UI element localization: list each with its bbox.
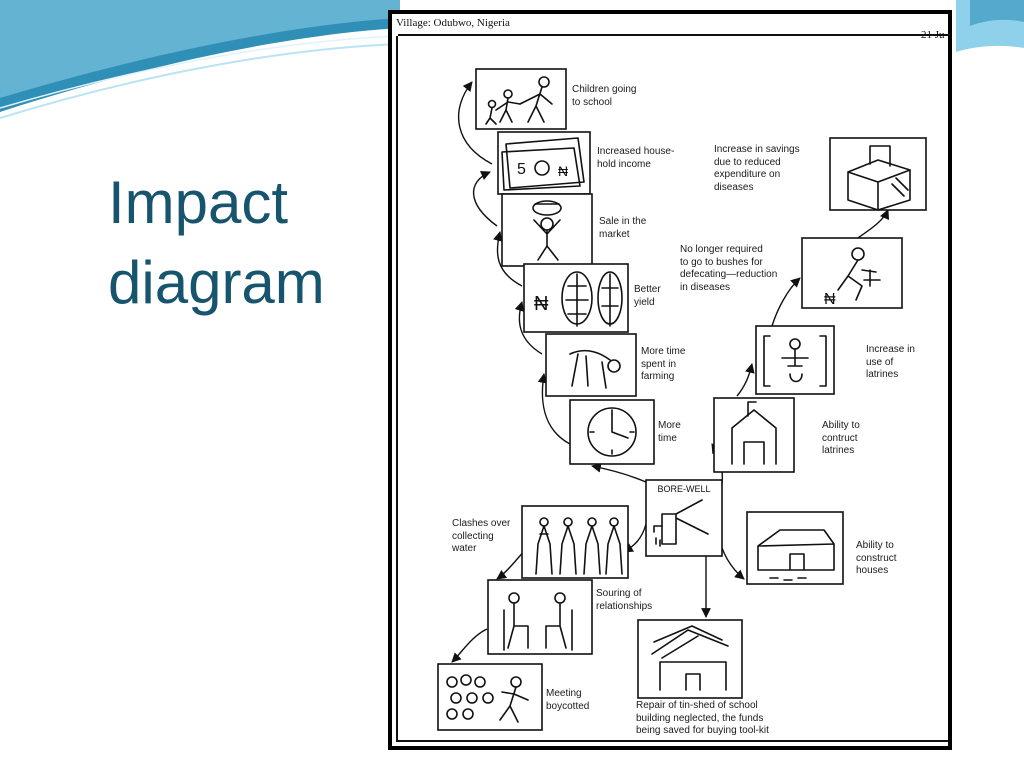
label-houses: Ability to construct houses xyxy=(856,540,897,576)
arrow-income-to-children xyxy=(457,81,493,165)
label-time: More time xyxy=(658,420,681,444)
slide-title: Impact diagram xyxy=(108,163,325,323)
box-souring xyxy=(487,579,593,655)
label-farming: More time spent in farming xyxy=(641,346,686,382)
box-center xyxy=(645,479,723,557)
latrine-hut-icon xyxy=(731,401,777,465)
arrow-latrine-to-use xyxy=(736,363,755,397)
top-left-wave-highlight xyxy=(0,0,400,98)
person-squatting-icon: ₦ xyxy=(824,247,881,308)
box-latrine-use xyxy=(755,325,835,395)
label-sale: Sale in the market xyxy=(599,216,647,240)
box-latrine-build xyxy=(713,397,795,473)
banknotes-icon: 5 ₦ xyxy=(501,137,585,191)
arrow-use-to-bushes xyxy=(771,277,801,327)
arrow-borewell-to-time xyxy=(591,462,647,483)
header-rule xyxy=(398,34,950,36)
box-farming xyxy=(545,333,637,397)
label-children: Children going to school xyxy=(572,84,637,108)
arrow-time-to-farming xyxy=(537,373,571,445)
svg-text:₦: ₦ xyxy=(824,291,836,308)
slide-title-line-1: Impact xyxy=(108,169,289,236)
center-label: BORE-WELL xyxy=(657,484,710,494)
crowd-clash-icon xyxy=(535,517,623,575)
arrow-sale-to-income xyxy=(472,171,498,227)
person-carrying-basket-icon xyxy=(532,200,562,261)
scanned-document-frame: Village: Odubwo, Nigeria 21 Ju xyxy=(388,10,952,750)
label-souring: Souring of relationships xyxy=(596,588,653,612)
scanned-page: Village: Odubwo, Nigeria 21 Ju xyxy=(392,14,950,746)
label-latrine-use: Increase in use of latrines xyxy=(866,344,915,380)
box-meeting xyxy=(437,663,543,731)
label-latrine-build: Ability to contruct latrines xyxy=(822,420,860,456)
svg-text:5: 5 xyxy=(517,161,526,178)
label-savings: Increase in savings due to reduced expen… xyxy=(714,144,800,193)
svg-text:₦: ₦ xyxy=(558,163,568,179)
damaged-school-shed-icon xyxy=(651,625,729,691)
savings-box-icon xyxy=(847,145,911,211)
arrow-souring-to-meeting xyxy=(451,628,488,663)
label-yield: Better yield xyxy=(634,284,661,308)
person-bending-icon xyxy=(569,349,621,389)
label-meeting: Meeting boycotted xyxy=(546,688,590,712)
clock-icon xyxy=(587,407,637,457)
box-bushes xyxy=(801,237,903,309)
label-repair: Repair of tin-shed of school building ne… xyxy=(636,700,769,736)
arrow-yield-to-sale xyxy=(493,231,523,287)
svg-text:₦: ₦ xyxy=(534,293,549,315)
house-construction-icon xyxy=(757,529,835,581)
bore-well-pump-icon xyxy=(653,499,709,547)
box-repair xyxy=(637,619,743,699)
impact-diagram: BORE-WELL 5 ₦ xyxy=(437,68,927,731)
page-inner-border xyxy=(396,36,948,742)
slide-title-line-2: diagram xyxy=(108,249,325,316)
label-income: Increased house- hold income xyxy=(597,146,675,170)
arrow-farming-to-yield xyxy=(514,301,543,355)
village-header: Village: Odubwo, Nigeria xyxy=(396,17,510,29)
person-using-latrine-icon xyxy=(763,335,827,387)
wave-line xyxy=(0,35,401,109)
naira-crops-icon: ₦ xyxy=(534,271,623,327)
box-houses xyxy=(746,511,844,585)
children-walking-icon xyxy=(485,76,553,125)
top-right-wave-dark xyxy=(970,0,1024,26)
box-income xyxy=(497,131,591,195)
label-clashes: Clashes over collecting water xyxy=(452,518,511,554)
wave-line xyxy=(0,43,401,119)
two-people-seated-icon xyxy=(503,592,573,651)
meeting-walkout-icon xyxy=(446,674,529,723)
label-bushes: No longer required to go to bushes for d… xyxy=(680,244,778,293)
